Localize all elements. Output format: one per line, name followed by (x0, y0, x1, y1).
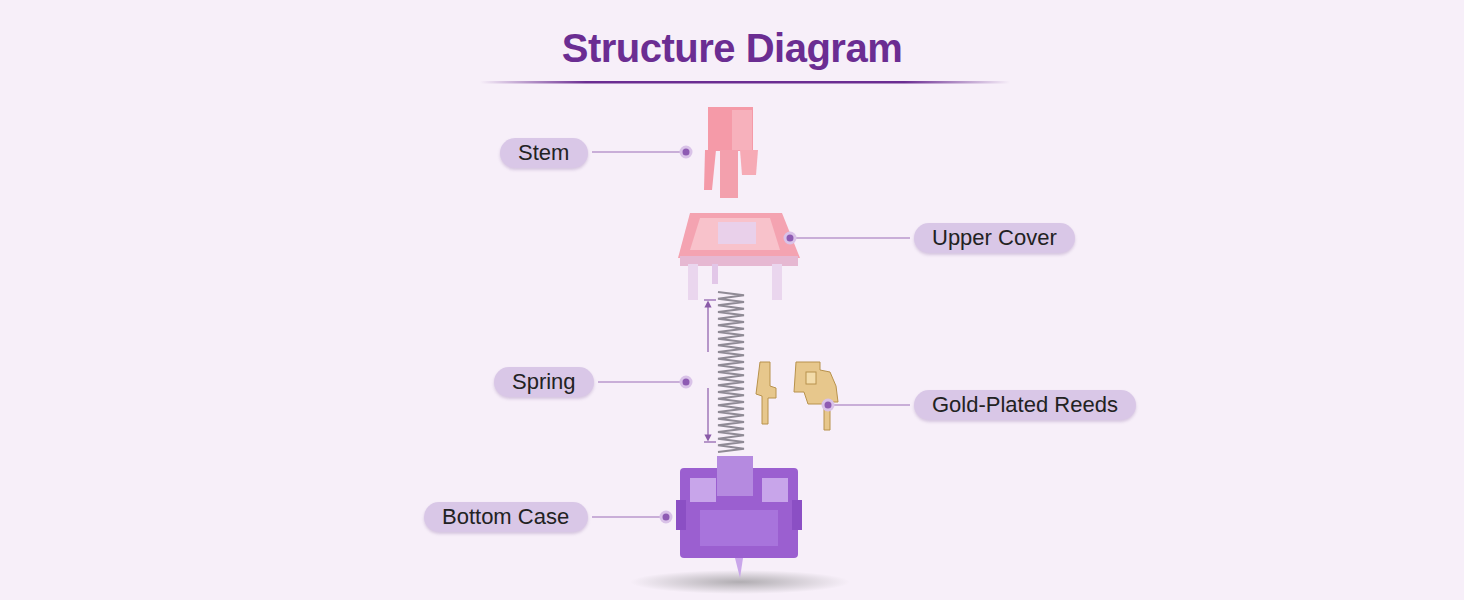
part-label: Bottom Case (424, 502, 588, 532)
bottom-case-part (676, 456, 802, 578)
part-label: Gold-Plated Reeds (914, 390, 1136, 420)
leader-dots (661, 147, 833, 522)
part-label: Upper Cover (914, 223, 1075, 253)
spring-coil (718, 292, 744, 452)
stem-part (704, 107, 758, 198)
leader-lines (592, 152, 910, 517)
part-name: Stem (518, 140, 569, 166)
title-underline (480, 81, 1010, 84)
spring-part (718, 292, 744, 452)
part-label: Stem (500, 138, 588, 168)
travel-arrow (704, 300, 716, 442)
part-label: Spring (494, 367, 594, 397)
gold-reeds (756, 362, 838, 430)
part-name: Bottom Case (442, 504, 569, 530)
part-name: Gold-Plated Reeds (932, 392, 1118, 418)
part-name: Upper Cover (932, 225, 1057, 251)
upper-cover-part (678, 213, 800, 300)
diagram-title: Structure Diagram (0, 26, 1464, 71)
part-name: Spring (512, 369, 576, 395)
